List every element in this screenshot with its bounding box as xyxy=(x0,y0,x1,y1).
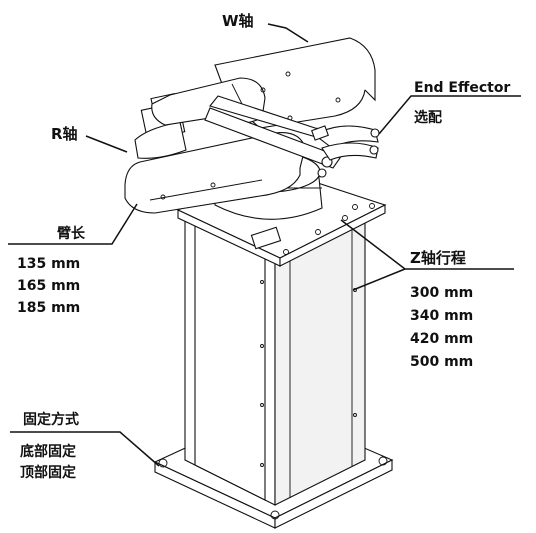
arm-length-title: 臂长 xyxy=(57,225,86,242)
arm-length-185: 185 mm xyxy=(17,300,80,316)
column xyxy=(184,219,366,506)
mounting-leader xyxy=(10,431,160,467)
arm-length-135: 135 mm xyxy=(17,256,80,272)
labels: W轴 End Effector 选配 R轴 臂长 135 mm 165 mm 1… xyxy=(17,12,510,481)
r-axis-leader xyxy=(85,135,128,153)
mounting-top: 顶部固定 xyxy=(20,464,76,481)
end-effector-label: End Effector xyxy=(414,80,510,96)
leader-lines xyxy=(8,23,521,467)
r-axis-label: R轴 xyxy=(51,125,78,143)
arm-length-165: 165 mm xyxy=(17,278,80,294)
z-stroke-500: 500 mm xyxy=(410,354,473,370)
z-stroke-title: Z轴行程 xyxy=(410,249,466,267)
w-axis-label: W轴 xyxy=(222,12,254,30)
optional-label: 选配 xyxy=(414,109,442,126)
mounting-bottom: 底部固定 xyxy=(20,443,76,460)
w-axis-leader xyxy=(267,23,309,43)
z-stroke-340: 340 mm xyxy=(410,308,473,324)
mounting-title: 固定方式 xyxy=(23,411,79,428)
arm-length-leader xyxy=(8,203,138,245)
robot-drawing xyxy=(124,37,394,529)
z-stroke-300: 300 mm xyxy=(410,285,473,301)
end-effector-leader xyxy=(378,95,521,135)
end-effector-drawing xyxy=(311,125,380,161)
z-stroke-420: 420 mm xyxy=(410,331,473,347)
z-stroke-leader-2 xyxy=(352,268,406,291)
